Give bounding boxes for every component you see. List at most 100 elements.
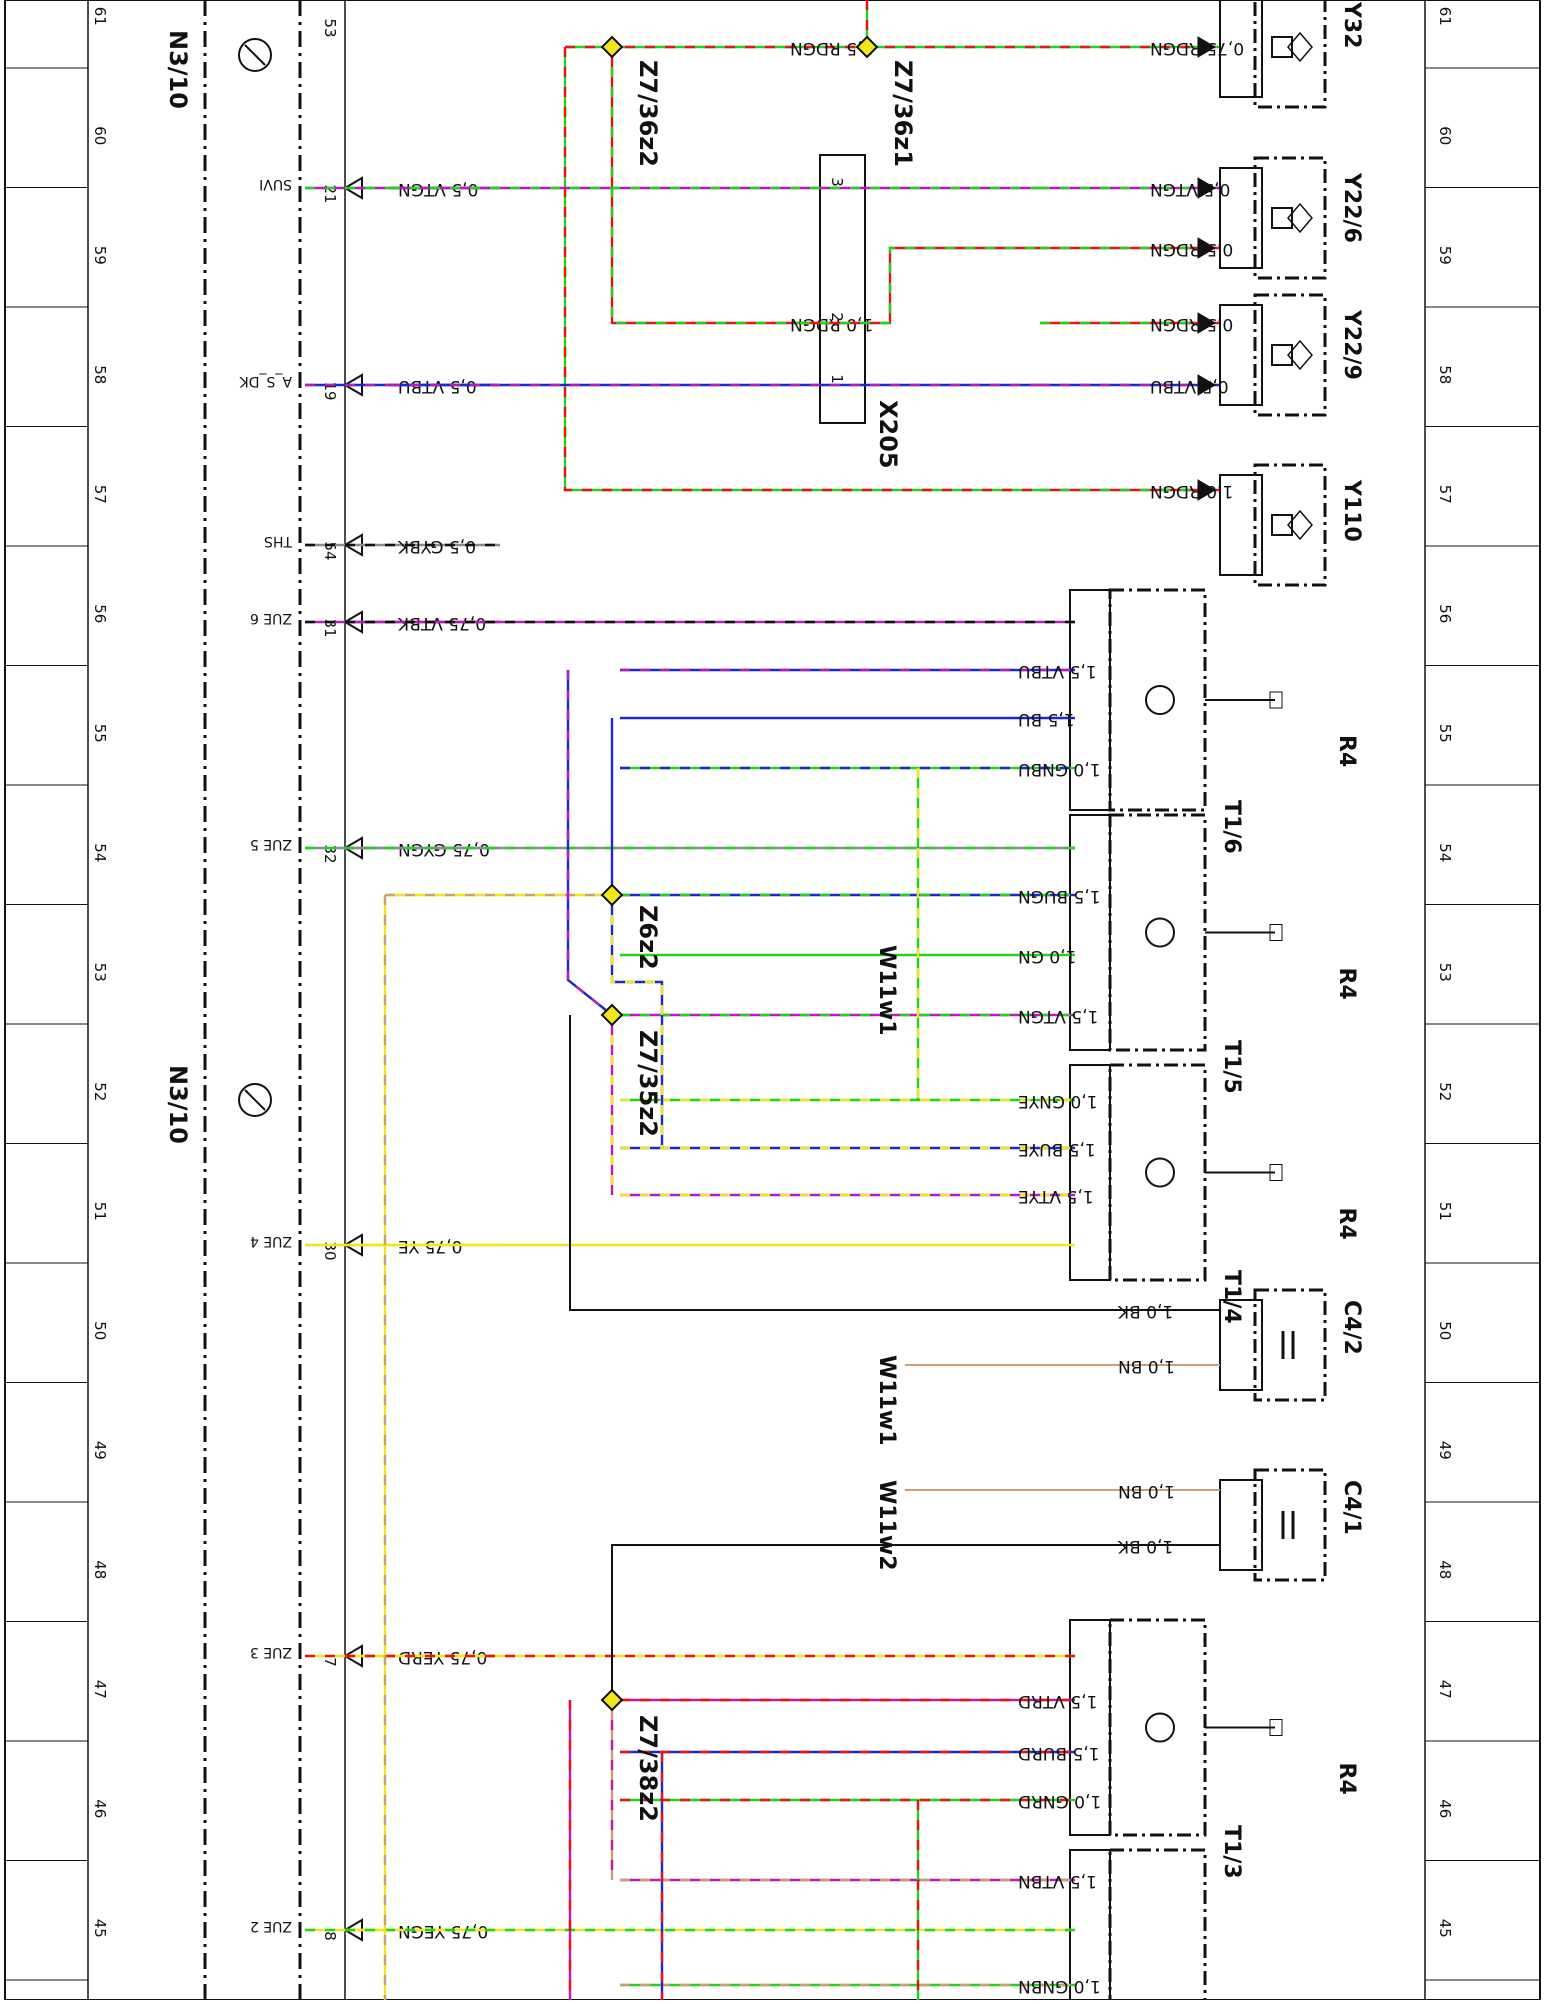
module-pin-number: 53 xyxy=(321,18,339,37)
bus-bk1 xyxy=(569,1015,1090,1311)
component-label: T1/3 xyxy=(1219,1825,1244,1879)
column-number-right: 54 xyxy=(1436,843,1454,862)
valve-icon xyxy=(1287,509,1313,541)
stage-housing xyxy=(1108,1848,1207,2004)
stage-wire-label: 1,0 GNRD xyxy=(1018,1791,1101,1811)
stage-wire-label: 1,0 GN xyxy=(1018,946,1076,966)
module-pin-number: 21 xyxy=(321,184,339,203)
component-wire-label: 0,5 VTGN xyxy=(1150,179,1230,199)
transistor-icon xyxy=(238,38,272,72)
bus-bk2 xyxy=(611,1544,1090,1700)
resistor-icon xyxy=(1269,691,1283,709)
valve-housing xyxy=(1253,293,1327,417)
transistor-icon xyxy=(1145,1712,1175,1743)
module-pin-number: 31 xyxy=(321,618,339,637)
column-number-right: 60 xyxy=(1436,126,1454,145)
arrow-icon xyxy=(1197,312,1216,334)
stage-wire-label: 1,5 VTBN xyxy=(1018,1871,1097,1891)
component-label: Y22/9 xyxy=(1339,309,1364,380)
component-label: Y110 xyxy=(1339,479,1364,542)
module-pin-number: 8 xyxy=(321,1931,339,1941)
stage-housing xyxy=(1108,1063,1207,1282)
connector-label: X205 xyxy=(874,400,902,469)
component-label-r4: R4 xyxy=(1334,968,1359,1000)
column-number-left: 58 xyxy=(91,365,109,384)
transistor-icon-line xyxy=(244,1089,266,1111)
transistor-icon xyxy=(1145,1157,1175,1188)
module-pin-number: 54 xyxy=(321,541,339,560)
column-number-left: 46 xyxy=(91,1799,109,1818)
stage-wire-label: 1,5 VTRD xyxy=(1018,1691,1097,1711)
column-number-right: 52 xyxy=(1436,1082,1454,1101)
stage-connector xyxy=(1069,1064,1111,1281)
stage-connector xyxy=(1069,1619,1111,1836)
arrow-icon xyxy=(1197,374,1216,396)
cap-housing xyxy=(1253,1288,1327,1402)
module-pin-number: 30 xyxy=(321,1241,339,1260)
connector-pin: 2 xyxy=(828,312,846,322)
column-number-left: 47 xyxy=(91,1680,109,1699)
stage-wire-label: 1,5 BUYE xyxy=(1018,1139,1096,1159)
resistor-icon xyxy=(1269,924,1283,941)
component-label: C4/1 xyxy=(1339,1480,1364,1535)
valve-connector xyxy=(1219,167,1263,269)
cap-connector xyxy=(1219,1299,1263,1391)
splice-label: Z7/36z2 xyxy=(634,60,662,167)
column-number-right: 47 xyxy=(1436,1680,1454,1699)
component-wire-label: 1,0 RDGN xyxy=(1150,481,1233,501)
transistor-icon xyxy=(1145,685,1175,715)
arrow-icon xyxy=(1197,177,1216,199)
column-number-right: 57 xyxy=(1436,485,1454,504)
splice-label: Z7/35z2 xyxy=(634,1030,662,1137)
shield-label: W11w1 xyxy=(874,1355,899,1446)
stage-wire-label: 1,5 BUGN xyxy=(1018,886,1100,906)
module-pin-number: 32 xyxy=(321,844,339,863)
column-number-right: 50 xyxy=(1436,1321,1454,1340)
stage-wire-label: 1,5 VTGN xyxy=(1018,1006,1098,1026)
module-pin-label: ZUE 4 xyxy=(250,1233,292,1249)
column-number-left: 48 xyxy=(91,1560,109,1579)
column-number-left: 52 xyxy=(91,1082,109,1101)
stage-wire-label: 1,0 GNBU xyxy=(1018,759,1100,779)
valve-housing xyxy=(1253,463,1327,587)
column-number-left: 45 xyxy=(91,1919,109,1938)
component-label: T1/4 xyxy=(1219,1270,1244,1324)
resistor-icon xyxy=(1269,1164,1283,1181)
bus-vtbu-stripe xyxy=(566,670,613,1016)
column-number-left: 55 xyxy=(91,724,109,743)
valve-coil-icon xyxy=(1271,36,1293,58)
splice-label: Z7/36z1 xyxy=(889,60,917,167)
cap-connector xyxy=(1219,1479,1263,1571)
module-label-mid: N3/10 xyxy=(164,1065,192,1144)
valve-coil-icon xyxy=(1271,207,1293,229)
valve-connector xyxy=(1219,474,1263,576)
wire-label: 1,0 BN xyxy=(1118,1356,1175,1376)
arrow-icon xyxy=(1197,36,1216,58)
transistor-icon xyxy=(238,1083,272,1117)
component-label: T1/5 xyxy=(1219,1040,1244,1094)
resistor-icon xyxy=(1269,1719,1283,1736)
column-number-left: 50 xyxy=(91,1321,109,1340)
column-number-right: 46 xyxy=(1436,1799,1454,1818)
bus-buye-stripe xyxy=(610,895,664,1148)
module-pin-label: ZUE 6 xyxy=(250,610,292,626)
component-wire-label: 0,5 RDGN xyxy=(1150,239,1233,259)
component-label-r4: R4 xyxy=(1334,1763,1359,1795)
splice-node xyxy=(600,883,624,907)
valve-connector xyxy=(1219,304,1263,406)
wire-rdgn10-stripe xyxy=(610,47,800,325)
transistor-icon xyxy=(1145,917,1175,948)
connector-pin: 1 xyxy=(828,374,846,384)
column-number-left: 56 xyxy=(91,604,109,623)
arrow-icon xyxy=(1197,479,1216,501)
stage-housing xyxy=(1108,813,1207,1052)
component-label: C4/2 xyxy=(1339,1300,1364,1355)
stage-wire-label: 1,5 BU xyxy=(1018,709,1075,729)
cap-housing xyxy=(1253,1468,1327,1582)
splice-label: Z6z2 xyxy=(634,905,662,970)
column-number-left: 61 xyxy=(91,7,109,26)
column-number-left: 54 xyxy=(91,843,109,862)
column-number-left: 60 xyxy=(91,126,109,145)
